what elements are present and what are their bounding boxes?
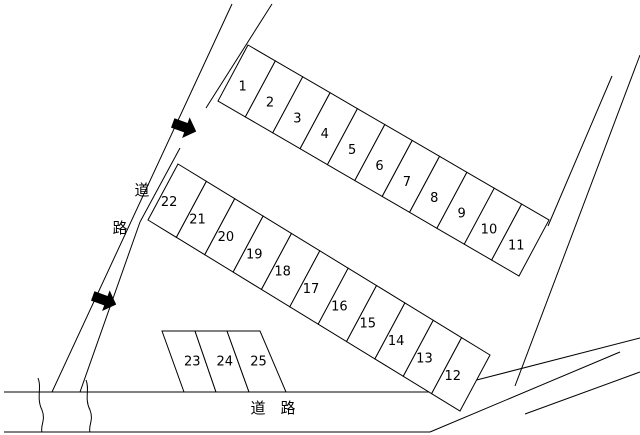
- parking-space-number: 16: [331, 299, 348, 314]
- parking-space-number: 7: [403, 175, 411, 190]
- parking-space-number: 9: [457, 207, 465, 222]
- parking-space-outline: [226, 330, 287, 393]
- parking-space-number: 5: [348, 143, 356, 158]
- entrance-arrow-upper-icon: [171, 117, 197, 139]
- parking-space-20: 20: [204, 198, 264, 273]
- parking-space-number: 11: [508, 239, 525, 254]
- parking-space-number: 14: [388, 334, 405, 349]
- parking-space-number: 10: [481, 223, 498, 238]
- parking-space-number: 24: [216, 355, 233, 370]
- parking-space-number: 6: [375, 159, 383, 174]
- parking-space-number: 1: [239, 79, 247, 94]
- road-label-left-top: 道: [134, 181, 149, 199]
- parking-space-number: 25: [250, 355, 267, 370]
- parking-space-11: 11: [490, 203, 550, 277]
- parking-space-number: 15: [359, 317, 376, 332]
- parking-space-number: 2: [266, 95, 274, 110]
- parking-space-number: 4: [321, 127, 329, 142]
- parking-space-number: 13: [416, 351, 433, 366]
- parking-space-12: 12: [430, 336, 491, 412]
- parking-space-number: 23: [184, 355, 201, 370]
- parking-space-outline: [490, 203, 550, 277]
- stalls-bottom-group: 23 24 25: [161, 330, 287, 393]
- parking-space-number: 21: [189, 213, 206, 228]
- road-label-left-bottom: 路: [112, 219, 127, 237]
- road-label-bottom: 道 路: [250, 399, 295, 417]
- entrance-arrow-lower-icon: [91, 290, 117, 312]
- stalls-middle-row: 22 21 20 19 18 17 16 15 14 13 12: [147, 163, 491, 412]
- parking-space-25: 25: [226, 330, 287, 393]
- parking-space-outline: [430, 336, 491, 412]
- parking-space-number: 8: [430, 191, 438, 206]
- parking-space-number: 3: [293, 111, 301, 126]
- parking-space-number: 12: [445, 369, 462, 384]
- parking-space-number: 19: [246, 247, 263, 262]
- parking-space-number: 18: [274, 265, 291, 280]
- parking-space-number: 20: [218, 230, 235, 245]
- parking-space-number: 22: [161, 195, 178, 210]
- parking-space-13: 13: [402, 319, 463, 395]
- stalls-top-row: 1 2 3 4 5 6 7 8 9 10 11: [217, 44, 550, 277]
- parking-space-number: 17: [303, 282, 320, 297]
